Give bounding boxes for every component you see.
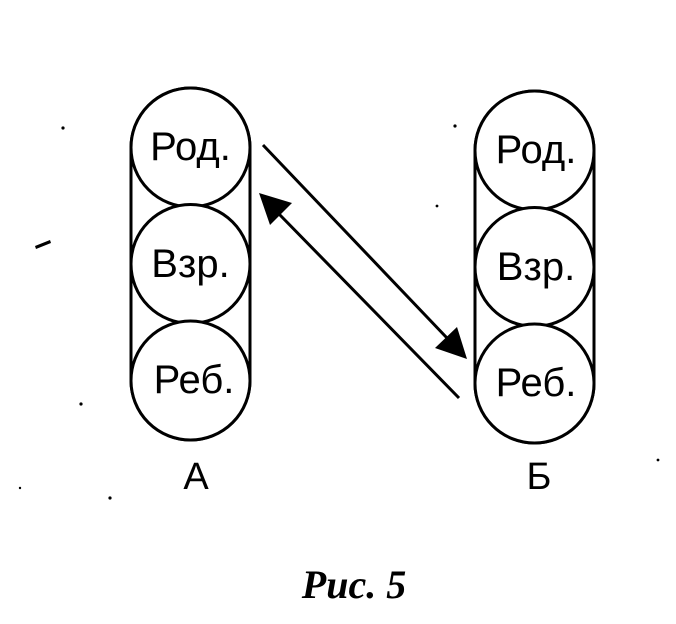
group-b-node-parent-label: Род. <box>496 128 577 172</box>
arrow-line-up <box>277 212 461 400</box>
arrow-line-down <box>261 143 449 340</box>
group-b-node-child-label: Реб. <box>496 361 577 405</box>
group-a-node-adult-label: Взр. <box>151 242 229 286</box>
group-b-node-child <box>473 322 596 445</box>
group-b-node-adult-label: Взр. <box>497 245 575 289</box>
group-b-label: Б <box>527 456 552 498</box>
figure-caption: Рис. 5 <box>301 562 406 607</box>
group-a-node-child <box>129 319 252 442</box>
group-a-node-child-label: Реб. <box>154 358 235 402</box>
arrow-head-up-icon <box>259 193 292 225</box>
scan-specks <box>18 124 660 500</box>
group-a: Род. Взр. Реб. А <box>129 86 252 498</box>
transaction-b-child-to-a-parent <box>259 193 461 400</box>
group-a-node-parent-label: Род. <box>150 125 231 169</box>
arrow-head-down-icon <box>435 327 467 359</box>
group-b: Род. Взр. Реб. Б <box>473 89 596 498</box>
transaction-a-parent-to-b-child <box>261 143 467 359</box>
group-a-label: А <box>183 456 209 498</box>
